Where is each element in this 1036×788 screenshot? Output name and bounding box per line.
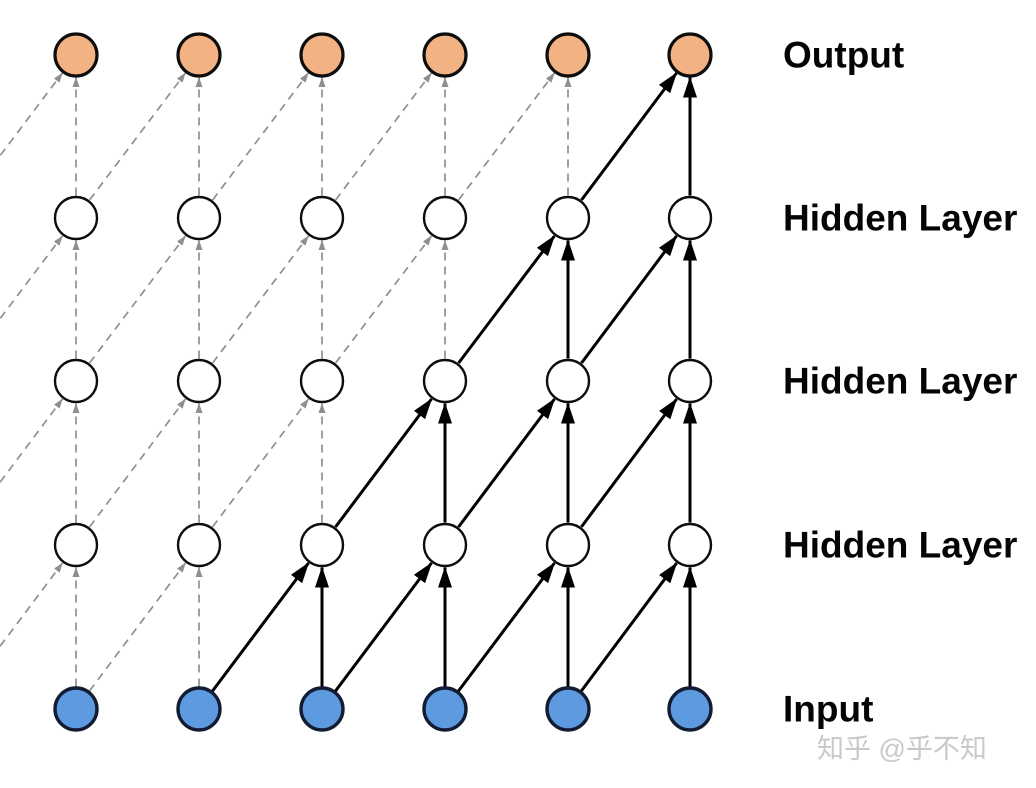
hidden-layer-label: Hidden Layer [783,525,1017,566]
connection-arrow-solid [580,398,678,528]
hidden-node [176,195,222,241]
connection-arrow-dashed [0,562,64,648]
input-node [545,686,591,732]
output-node [545,32,591,78]
connection-arrow-dashed [88,72,187,201]
hidden-node [422,195,468,241]
connection-arrow-solid [211,562,310,692]
hidden-layer-label: Hidden Layer [783,361,1017,402]
hidden-node [299,358,345,404]
output-node [176,32,222,78]
hidden-node [422,522,468,568]
output-node [53,32,99,78]
output-node [299,32,345,78]
hidden-node [299,522,345,568]
hidden-layer-label: Hidden Layer [783,198,1017,239]
hidden-node [667,522,713,568]
connection-arrow-dashed [0,72,64,158]
nodes-group [53,32,713,732]
connection-arrow-solid [334,398,433,528]
hidden-node [545,195,591,241]
input-node [667,686,713,732]
hidden-node [667,195,713,241]
hidden-node [53,522,99,568]
connection-arrow-dashed [211,398,310,528]
connection-arrow-solid [580,235,678,364]
connection-arrow-dashed [334,235,433,364]
connection-arrow-solid [457,398,556,528]
input-node [176,686,222,732]
connection-arrow-dashed [88,562,187,692]
hidden-node [176,522,222,568]
connection-arrow-dashed [334,72,433,201]
connection-arrow-dashed [88,235,187,364]
hidden-node [422,358,468,404]
input-node [422,686,468,732]
output-node [422,32,468,78]
connection-arrow-solid [334,562,433,692]
connection-arrow-solid [580,562,678,692]
connections-group [0,72,697,692]
connection-arrow-dashed [0,235,64,321]
hidden-node [176,358,222,404]
input-node [53,686,99,732]
connection-arrow-solid [457,562,556,692]
connection-arrow-solid [580,72,678,201]
input-layer-label: Input [783,689,873,730]
connection-arrow-dashed [211,72,310,201]
connection-arrow-dashed [211,235,310,364]
hidden-node [299,195,345,241]
hidden-node [545,358,591,404]
output-layer-label: Output [783,35,904,76]
hidden-node [667,358,713,404]
connection-arrow-dashed [88,398,187,528]
hidden-node [53,195,99,241]
connection-arrow-dashed [457,72,556,201]
hidden-node [545,522,591,568]
connection-arrow-dashed [0,398,64,484]
hidden-node [53,358,99,404]
watermark-text: 知乎 @乎不知 [817,734,987,764]
input-node [299,686,345,732]
connection-arrow-solid [457,235,556,364]
output-node [667,32,713,78]
